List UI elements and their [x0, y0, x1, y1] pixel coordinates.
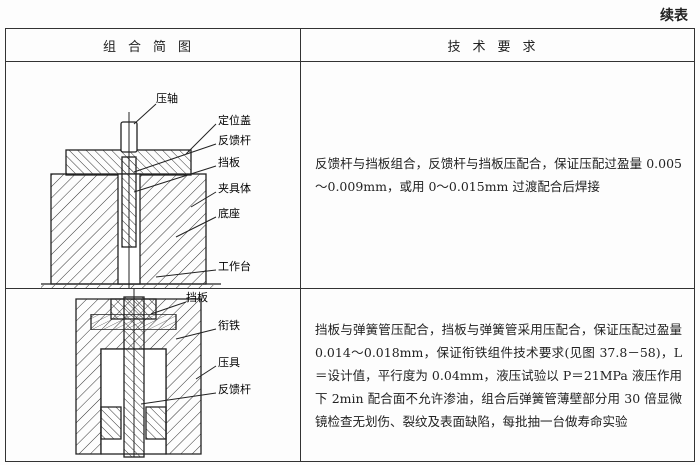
label-base: 底座 — [218, 206, 240, 220]
label-press-shaft: 压轴 — [156, 91, 178, 105]
label-locating-cover: 定位盖 — [218, 113, 251, 127]
assembly-diagram-2: 挡板 衔铁 压具 反馈杆 — [75, 289, 251, 458]
table-row: 挡板 衔铁 压具 反馈杆 挡板与弹簧管压配合，挡板与弹簧管采用压配合，保证压配过… — [5, 288, 695, 462]
label-feedback-rod: 反馈杆 — [218, 133, 251, 147]
table-row: 压轴 定位盖 反馈杆 挡板 夹具体 底座 工作台 反馈杆与挡板组合，反馈杆与挡板… — [5, 61, 695, 289]
assembly-table: 组合简图 技术要求 — [5, 28, 695, 462]
label-armature: 衔铁 — [218, 319, 240, 332]
header-diagram: 组合简图 — [5, 28, 301, 62]
table-header: 组合简图 技术要求 — [5, 28, 695, 62]
header-requirements: 技术要求 — [300, 28, 695, 62]
label-worktable: 工作台 — [218, 259, 251, 273]
label-fixture-body: 夹具体 — [218, 181, 251, 195]
label-press-tool: 压具 — [218, 356, 240, 369]
label-baffle: 挡板 — [218, 155, 240, 169]
requirement-text: 挡板与弹簧管压配合，挡板与弹簧管采用压配合，保证压配过盈量 0.014～0.01… — [300, 288, 695, 462]
diagram-cell: 压轴 定位盖 反馈杆 挡板 夹具体 底座 工作台 — [5, 61, 301, 289]
label-baffle: 挡板 — [186, 290, 208, 304]
assembly-diagram-1: 压轴 定位盖 反馈杆 挡板 夹具体 底座 工作台 — [41, 91, 251, 288]
requirement-text: 反馈杆与挡板组合，反馈杆与挡板压配合，保证压配过盈量 0.005～0.009mm… — [300, 61, 695, 289]
label-feedback-rod: 反馈杆 — [218, 382, 251, 396]
continued-label: 续表 — [660, 8, 688, 24]
diagram-cell: 挡板 衔铁 压具 反馈杆 — [5, 288, 301, 462]
